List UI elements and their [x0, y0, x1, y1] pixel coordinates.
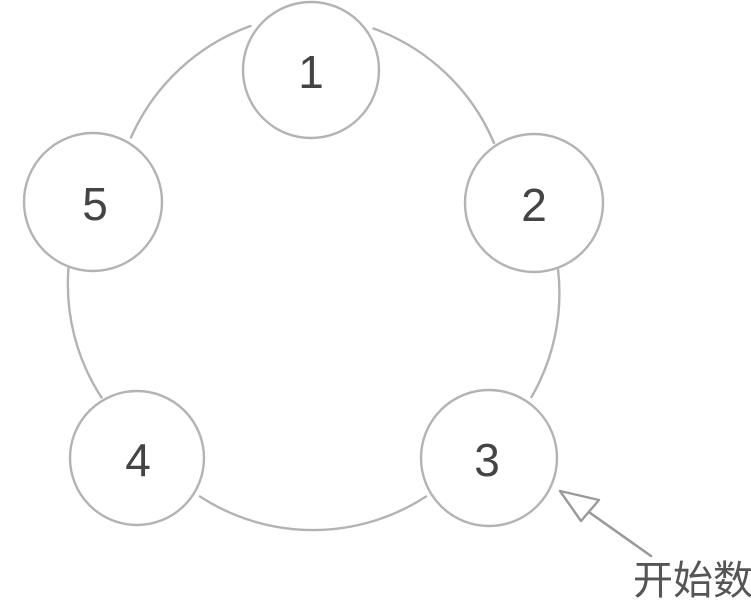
node-2[interactable]: 2 — [463, 132, 605, 274]
node-3-circle[interactable] — [419, 388, 559, 528]
node-5-label: 5 — [82, 178, 108, 230]
node-5-circle[interactable] — [22, 131, 164, 273]
start-annotation-label: 开始数 — [633, 558, 751, 603]
ring-edges — [66, 24, 561, 532]
node-2-label: 2 — [521, 179, 547, 231]
node-5[interactable]: 5 — [22, 131, 164, 273]
start-annotation-arrow — [558, 489, 653, 558]
node-3[interactable]: 3 — [419, 388, 559, 528]
arrow-shaft — [584, 508, 653, 558]
edge-5-1 — [129, 24, 252, 139]
node-1[interactable]: 1 — [241, 0, 381, 140]
node-3-label: 3 — [474, 434, 500, 486]
arrow-head — [558, 489, 601, 523]
node-4-label: 4 — [125, 434, 151, 486]
edge-1-2 — [372, 27, 496, 145]
edge-3-4 — [198, 495, 428, 532]
node-1-circle[interactable] — [241, 0, 381, 140]
node-4-circle[interactable] — [68, 389, 206, 527]
node-1-label: 1 — [298, 46, 324, 98]
edge-4-5 — [66, 266, 103, 399]
node-2-circle[interactable] — [463, 132, 605, 274]
edge-2-3 — [530, 267, 561, 399]
node-4[interactable]: 4 — [68, 389, 206, 527]
